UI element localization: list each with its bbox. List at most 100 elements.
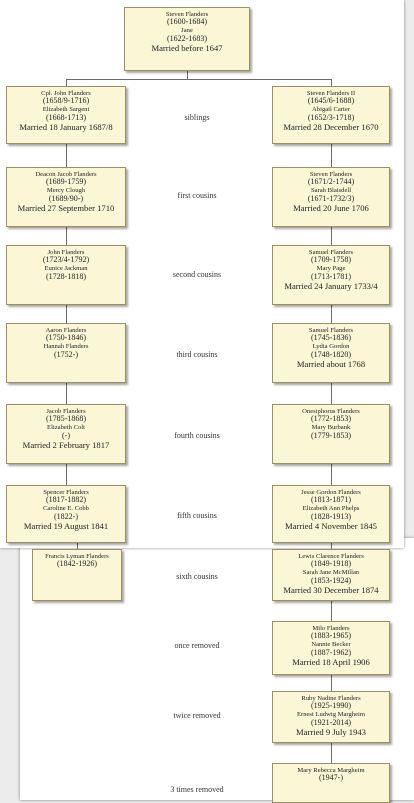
- spouse-dates: (1779-1853): [311, 430, 351, 440]
- person-dates: (1785-1868): [46, 414, 86, 424]
- relationship-label: fifth cousins: [177, 511, 217, 520]
- relationship-label: first cousins: [177, 191, 217, 200]
- person-dates: (1689-1759): [46, 177, 86, 187]
- person-name: Onesiphorus Flanders: [302, 408, 360, 415]
- relationship-label: third cousins: [176, 350, 218, 359]
- spouse-name: Jane: [181, 27, 193, 35]
- marriage-text: Married 20 June 1706: [293, 202, 369, 213]
- spouse-name: Hannah Flanders: [43, 343, 89, 351]
- person-name: Aaron Flanders: [45, 327, 87, 334]
- spouse-name: Elizabeth Colt: [47, 424, 85, 432]
- person-name: Francis Lyman Flanders: [45, 553, 109, 560]
- connector-line: [331, 227, 332, 245]
- left-person-box-4[interactable]: Aaron Flanders(1750-1846)Hannah Flanders…: [6, 323, 126, 383]
- marriage-text: Married 18 April 1906: [292, 656, 370, 667]
- person-dates: (1925-1990): [311, 701, 351, 711]
- right-person-box-4[interactable]: Samuel Flanders(1745-1836)Lydia Gordon(1…: [272, 323, 390, 383]
- left-person-box-6[interactable]: Spencer Flanders(1817-1882)Caroline E. C…: [6, 485, 126, 543]
- person-dates: (1658/9-1716): [42, 96, 90, 106]
- left-person-box-5[interactable]: Jacob Flanders(1785-1868)Elizabeth Colt(…: [6, 404, 126, 464]
- person-dates: (1813-1871): [311, 495, 351, 505]
- person-dates: (1723/4-1792): [42, 255, 90, 265]
- marriage-text: Married 30 December 1874: [283, 584, 379, 595]
- right-person-box-9[interactable]: Ruby Nadine Flanders(1925-1990)Ernest Lu…: [272, 691, 390, 743]
- spouse-dates: (1853-1924): [311, 575, 351, 585]
- left-person-box-1[interactable]: Cpl. John Flanders(1658/9-1716)Elizabeth…: [6, 86, 126, 144]
- connector-line: [187, 71, 188, 80]
- marriage-text: Married 19 August 1841: [23, 520, 109, 531]
- connector-line: [66, 227, 67, 245]
- person-name: Jesse Gordon Flanders: [301, 489, 361, 496]
- spouse-name: Ernest Ludwig Margheim: [296, 711, 365, 719]
- relationship-label: once removed: [174, 641, 220, 650]
- spouse-dates: (1828-1913): [311, 511, 351, 521]
- spouse-name: Sarah Jane McMillan: [302, 569, 360, 577]
- right-person-box-2[interactable]: Steven Flanders(1671/2-1744)Sarah Blaisd…: [272, 167, 390, 227]
- marriage-text: Married before 1647: [151, 42, 223, 53]
- spouse-name: Mary Page: [316, 265, 346, 273]
- relationship-label: fourth cousins: [174, 431, 220, 440]
- spouse-dates: (1652/3-1718): [307, 112, 355, 122]
- spouse-name: Eunice Jackman: [44, 265, 88, 273]
- connector-line: [66, 79, 67, 86]
- relationship-label: 3 times removed: [170, 785, 224, 794]
- spouse-name: Mary Burbank: [311, 424, 351, 432]
- connector-line: [331, 79, 332, 86]
- common-ancestor-box[interactable]: Steven Flanders (1600-1684) Jane (1622-1…: [124, 7, 250, 71]
- connector-line: [331, 543, 332, 549]
- connector-line: [66, 464, 67, 485]
- relationship-label: twice removed: [173, 711, 221, 720]
- person-dates: (1947-): [319, 773, 343, 783]
- spouse-name: Sarah Blaisdell: [310, 187, 352, 195]
- connector-line: [66, 305, 67, 323]
- marriage-text: Married 4 November 1845: [285, 520, 377, 531]
- spouse-name: Nannie Becker: [311, 641, 351, 649]
- left-person-box-3[interactable]: John Flanders(1723/4-1792)Eunice Jackman…: [6, 245, 126, 305]
- right-person-box-7[interactable]: Lewis Clarence Flanders(1849-1918)Sarah …: [272, 549, 390, 601]
- connector-line: [66, 383, 67, 404]
- spouse-dates: (1668-1713): [46, 112, 86, 122]
- connector-line: [331, 383, 332, 404]
- spouse-name: Abigail Carter: [312, 106, 350, 114]
- person-name: Cpl. John Flanders: [41, 90, 91, 97]
- spouse-dates: (1921-2014): [311, 717, 351, 727]
- person-name: Spencer Flanders: [43, 489, 89, 496]
- connector-line: [331, 464, 332, 485]
- relationship-label: siblings: [184, 113, 210, 122]
- spouse-dates: (1689/90-): [48, 193, 84, 203]
- marriage-text: Married 24 January 1733/4: [284, 280, 378, 291]
- spouse-name: Elizabeth Sargent: [42, 106, 90, 114]
- person-dates: (1745-1836): [311, 333, 351, 343]
- connector-line: [331, 305, 332, 323]
- spouse-dates: (1752-): [54, 349, 78, 359]
- right-person-box-5[interactable]: Onesiphorus Flanders(1772-1853)Mary Burb…: [272, 404, 390, 464]
- spouse-dates: (-): [62, 430, 70, 440]
- spouse-name: Lydia Gordon: [312, 343, 350, 351]
- person-dates: (1600-1684): [167, 17, 207, 27]
- relationship-label: second cousins: [172, 270, 222, 279]
- right-person-box-3[interactable]: Samuel Flanders(1709-1758)Mary Page(1713…: [272, 245, 390, 305]
- person-dates: (1772-1853): [311, 414, 351, 424]
- right-person-box-10[interactable]: Mary Rebecca Margheim(1947-): [272, 763, 390, 803]
- connector-line: [331, 675, 332, 691]
- spouse-dates: (1748-1820): [311, 349, 351, 359]
- relationship-label: sixth cousins: [176, 572, 218, 581]
- spouse-dates: (1713-1781): [311, 271, 351, 281]
- right-person-box-6[interactable]: Jesse Gordon Flanders(1813-1871)Elizabet…: [272, 485, 390, 543]
- person-dates: (1842-1926): [57, 559, 97, 569]
- spouse-name: Elizabeth Ann Phelps: [302, 505, 360, 513]
- person-dates: (1645/6-1688): [307, 96, 355, 106]
- connector-line: [331, 743, 332, 763]
- person-dates: (1750-1846): [46, 333, 86, 343]
- person-name: Milo Flanders: [312, 625, 350, 632]
- right-person-box-8[interactable]: Milo Flanders(1883-1965)Nannie Becker(18…: [272, 621, 390, 675]
- spouse-name: Caroline E. Cobb: [43, 505, 89, 513]
- person-name: Lewis Clarence Flanders: [298, 553, 364, 560]
- person-dates: (1709-1758): [311, 255, 351, 265]
- left-person-box-2[interactable]: Deacon Jacob Flanders(1689-1759)Mercy Cl…: [6, 167, 126, 227]
- person-name: John Flanders: [47, 249, 85, 256]
- connector-line: [66, 144, 67, 167]
- left-person-box-7[interactable]: Francis Lyman Flanders(1842-1926): [32, 549, 122, 601]
- right-person-box-1[interactable]: Steven Flanders II(1645/6-1688)Abigail C…: [272, 86, 390, 144]
- spouse-dates: (1822-): [54, 511, 78, 521]
